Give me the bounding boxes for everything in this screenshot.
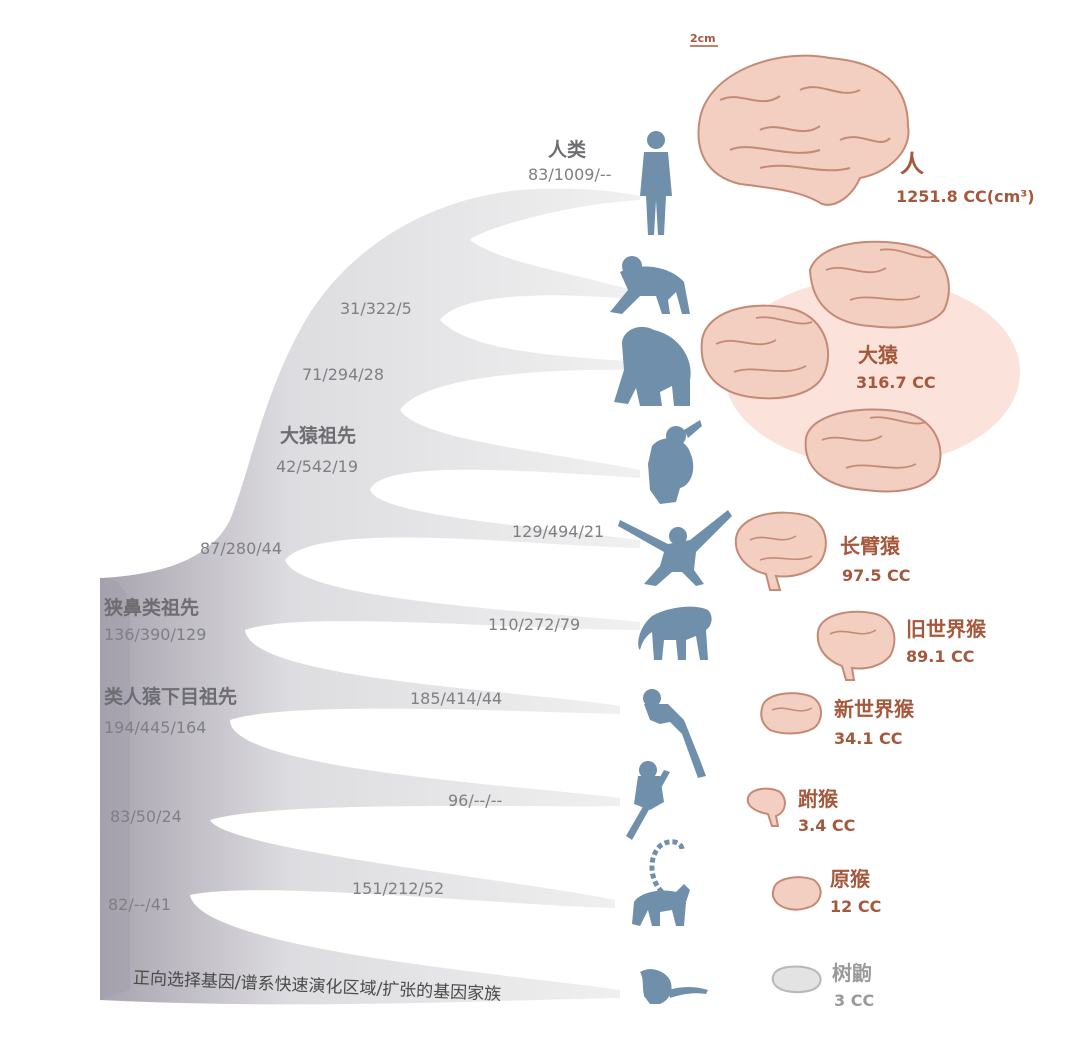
node-stats-gorilla: 71/294/28 (302, 365, 384, 384)
new-world-monkey-brain (760, 692, 822, 735)
species-name-treeshrew: 树鼩 (832, 961, 872, 985)
node-stats-old-world-monkey: 110/272/79 (488, 615, 580, 634)
node-name-simian-ancestor: 类人猿下目祖先 (104, 685, 237, 708)
node-stats-simian-ancestor: 194/445/164 (104, 718, 206, 737)
node-name-catarrhine-ancestor: 狭鼻类祖先 (103, 596, 199, 619)
species-name-lemur: 原猴 (830, 867, 871, 891)
species-name-tarsier: 跗猴 (798, 787, 839, 811)
tree-trunk (100, 188, 640, 1005)
node-name-human: 人类 (548, 138, 586, 161)
node-stats-new-world-monkey: 185/414/44 (410, 689, 502, 708)
node-stats-haplorhine: 83/50/24 (110, 807, 182, 826)
node-name-great-ape-ancestor: 大猿祖先 (280, 424, 356, 447)
human-brain (697, 54, 910, 206)
node-stats-chimp: 31/322/5 (340, 299, 412, 318)
ape-brain-3 (804, 408, 942, 493)
phylogenetic-tree (100, 188, 640, 1005)
marmoset-icon (643, 689, 706, 778)
species-volume-treeshrew: 3 CC (834, 991, 874, 1010)
scale-bar-label: 2cm (690, 32, 716, 45)
node-stats-primate: 82/--/41 (108, 895, 171, 914)
species-volume-human: 1251.8 CC(cm³) (896, 187, 1035, 206)
gibbon-brain (734, 511, 827, 591)
species-volume-new-world-monkey: 34.1 CC (834, 729, 903, 748)
node-stats-gibbon: 129/494/21 (512, 522, 604, 541)
node-stats-catarrhine-ancestor: 136/390/129 (104, 625, 206, 644)
species-volume-gibbon: 97.5 CC (842, 566, 911, 585)
baboon-icon (638, 606, 712, 660)
gibbon-icon (618, 510, 732, 586)
scale-bar: 2cm (690, 32, 718, 47)
species-labels: 人 1251.8 CC(cm³) 大猿 316.7 CC 长臂猿 97.5 CC… (798, 150, 1035, 1010)
tarsier-icon (626, 761, 670, 840)
silhouettes (610, 131, 732, 1004)
node-stats-hominoid: 87/280/44 (200, 539, 282, 558)
brains (697, 54, 1020, 994)
species-name-new-world-monkey: 新世界猴 (834, 697, 915, 721)
human-icon (640, 131, 672, 235)
old-world-monkey-brain (816, 610, 896, 681)
tarsier-brain (746, 787, 786, 827)
gorilla-icon (614, 326, 691, 406)
species-name-human: 人 (900, 150, 924, 178)
node-stats-human: 83/1009/-- (528, 165, 611, 184)
orangutan-icon (648, 420, 702, 504)
treeshrew-brain (771, 965, 822, 994)
ape-brain-1 (808, 240, 950, 329)
species-volume-old-world-monkey: 89.1 CC (906, 647, 975, 666)
species-name-old-world-monkey: 旧世界猴 (906, 617, 987, 641)
ape-brain-2 (700, 304, 830, 400)
species-volume-tarsier: 3.4 CC (798, 816, 855, 835)
lemur-icon (632, 839, 690, 926)
node-stats-tarsier: 96/--/-- (448, 791, 502, 810)
chimpanzee-icon (610, 256, 690, 314)
lemur-brain (771, 876, 822, 911)
treeshrew-icon (640, 969, 708, 1004)
species-name-great-ape: 大猿 (858, 343, 899, 367)
species-name-gibbon: 长臂猿 (840, 534, 901, 558)
species-volume-lemur: 12 CC (830, 897, 881, 916)
node-stats-great-ape-ancestor: 42/542/19 (276, 457, 358, 476)
node-stats-lemur: 151/212/52 (352, 879, 444, 898)
species-volume-great-ape: 316.7 CC (856, 373, 936, 392)
node-labels: 人类 83/1009/-- 31/322/5 71/294/28 大猿祖先 42… (103, 138, 611, 914)
tree-base (100, 578, 130, 1000)
